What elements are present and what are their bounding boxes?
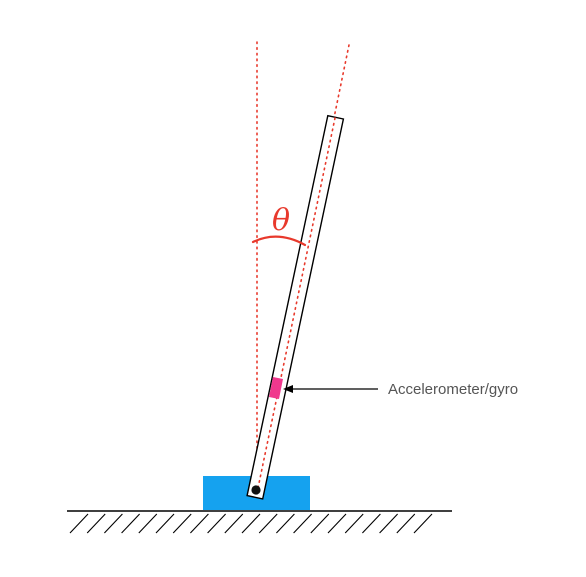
ground-hatch-mark [327, 513, 347, 534]
ground-hatch-mark [413, 513, 433, 534]
sensor-block [269, 377, 283, 399]
ground-hatch-mark [207, 513, 226, 534]
ground-hatch-mark [241, 513, 261, 534]
angle-label: θ [272, 203, 290, 238]
ground-hatch-mark [258, 513, 278, 534]
ground-hatch-mark [224, 513, 244, 534]
angle-arc [251, 235, 307, 247]
ground-hatch-mark [86, 513, 106, 534]
sensor-pointer-arrowhead [283, 385, 293, 393]
ground-hatch-mark [362, 513, 381, 534]
ground-hatch-mark [344, 513, 364, 534]
ground-hatch-mark [379, 513, 398, 534]
ground-hatch-mark [69, 513, 89, 534]
pendulum-axis-inner-line [257, 117, 336, 489]
ground-hatch-mark [155, 513, 175, 534]
ground-hatching [69, 513, 433, 534]
sensor-label: Accelerometer/gyro [388, 381, 518, 398]
ground-hatch-mark [138, 513, 158, 534]
ground-hatch-mark [310, 513, 330, 534]
ground-hatch-mark [276, 513, 295, 534]
ground-hatch-mark [172, 513, 192, 534]
ground-hatch-mark [121, 513, 140, 534]
ground-hatch-mark [396, 513, 416, 534]
ground-hatch-mark [293, 513, 312, 534]
ground-hatch-mark [104, 513, 123, 534]
ground-hatch-mark [190, 513, 209, 534]
pivot-joint [251, 485, 261, 495]
